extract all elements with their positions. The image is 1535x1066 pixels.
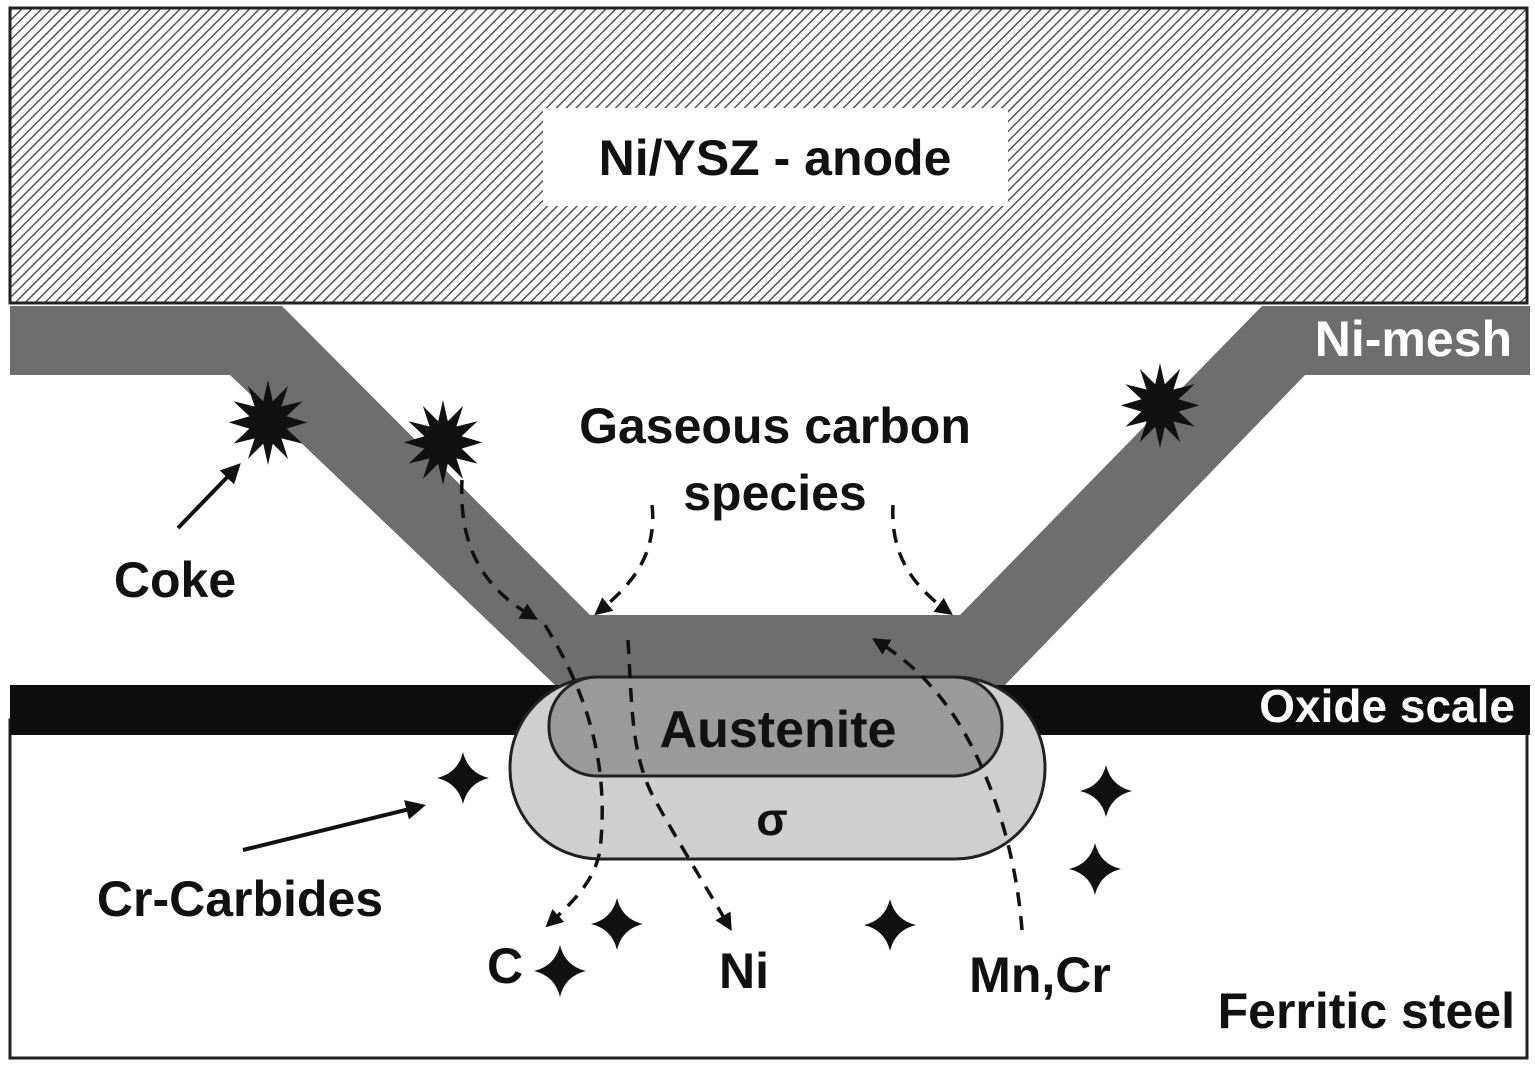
austenite-label: Austenite xyxy=(660,701,897,759)
mn-cr-label: Mn,Cr xyxy=(969,947,1111,1003)
gas-arrow-right xyxy=(891,504,953,616)
ni-diffusion-arrow xyxy=(626,639,732,932)
cr-carbide-icon xyxy=(1069,843,1121,895)
anode-label: Ni/YSZ - anode xyxy=(599,130,952,186)
gas-arrow-left xyxy=(594,504,655,616)
ni-label: Ni xyxy=(719,943,769,999)
cr-carbides-label: Cr-Carbides xyxy=(97,871,383,927)
cr-carbides-arrow xyxy=(242,800,426,852)
species-label: species xyxy=(683,465,866,521)
c-label: C xyxy=(487,938,523,994)
coke-icon xyxy=(228,380,308,465)
anode-label-box xyxy=(543,108,1008,206)
c-diffusion-arrow xyxy=(543,624,604,928)
coke-icon xyxy=(1120,363,1200,448)
cr-carbide-icon xyxy=(437,752,489,804)
ferritic-steel-label: Ferritic steel xyxy=(1218,983,1515,1039)
cr-carbide-icon xyxy=(534,945,586,997)
cr-carbide-icon xyxy=(1080,765,1132,817)
coke-label: Coke xyxy=(114,552,236,608)
cr-carbide-icon xyxy=(864,899,916,951)
oxide-scale-label: Oxide scale xyxy=(1259,680,1515,732)
coke-to-mesh-arrow xyxy=(460,479,539,620)
coke-icon xyxy=(403,400,483,485)
mncr-diffusion-arrow xyxy=(871,638,1024,931)
cr-carbide-icon xyxy=(591,898,643,950)
ni-mesh xyxy=(10,306,1530,685)
coke-arrow xyxy=(176,463,241,530)
sigma-label: σ xyxy=(756,793,787,845)
ni-mesh-label: Ni-mesh xyxy=(1315,311,1512,367)
austenite-phase xyxy=(547,675,1004,778)
gaseous-carbon-label: Gaseous carbon xyxy=(579,398,971,454)
